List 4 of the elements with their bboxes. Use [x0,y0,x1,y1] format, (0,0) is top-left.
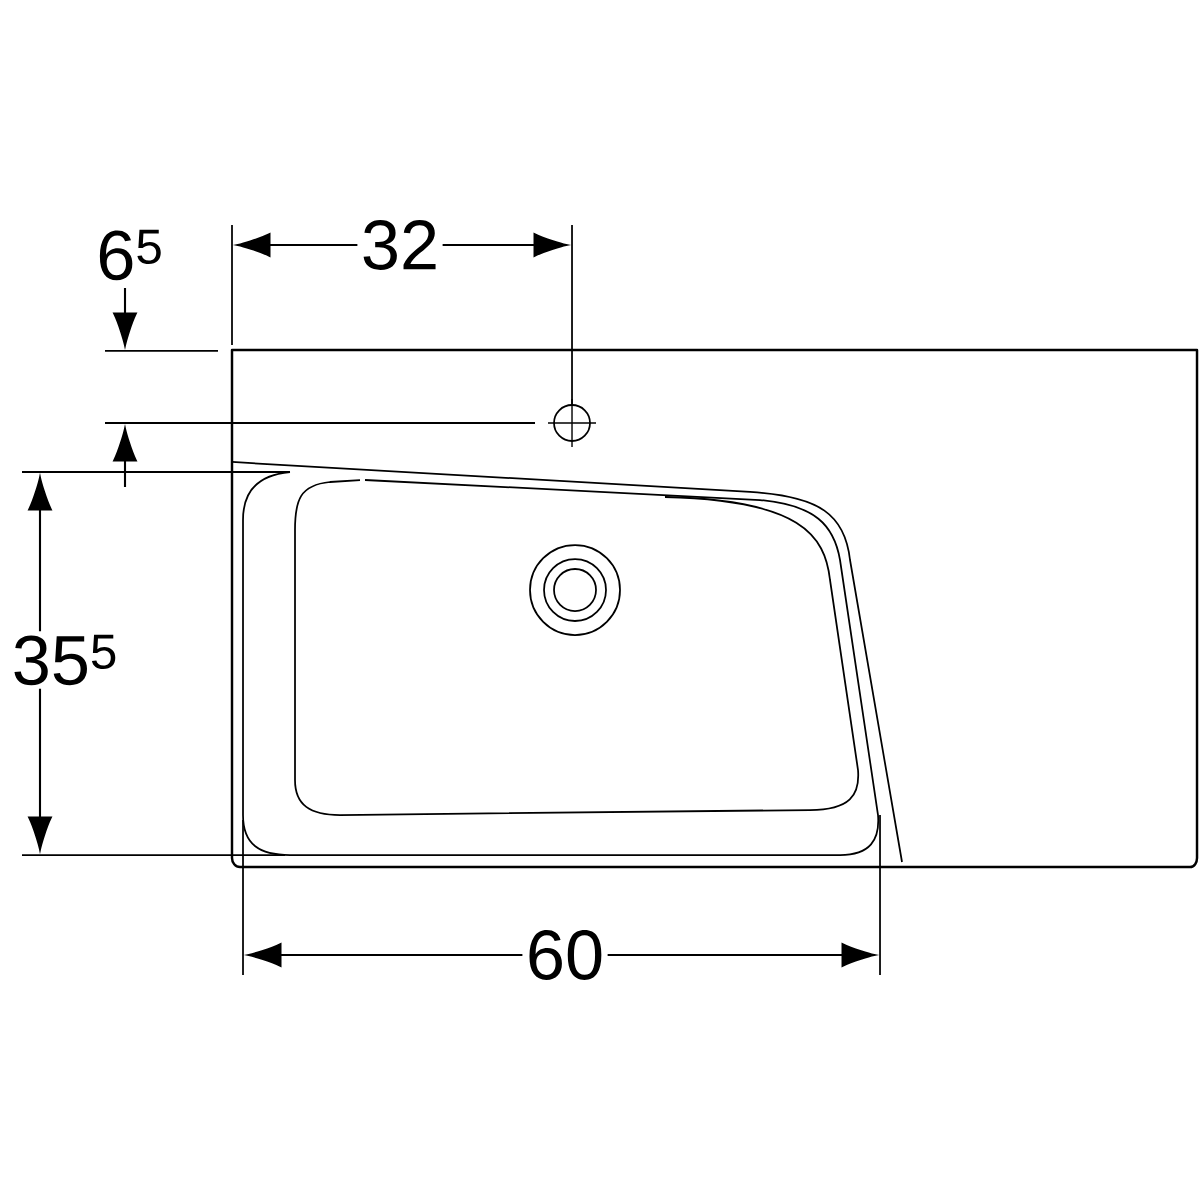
dimension-label: 6$^{5}$ [92,226,168,284]
dimension-label: 60 [522,926,608,984]
dimension-label: 32 [357,216,443,274]
dimension-label: 35$^{5}$ [8,631,122,689]
